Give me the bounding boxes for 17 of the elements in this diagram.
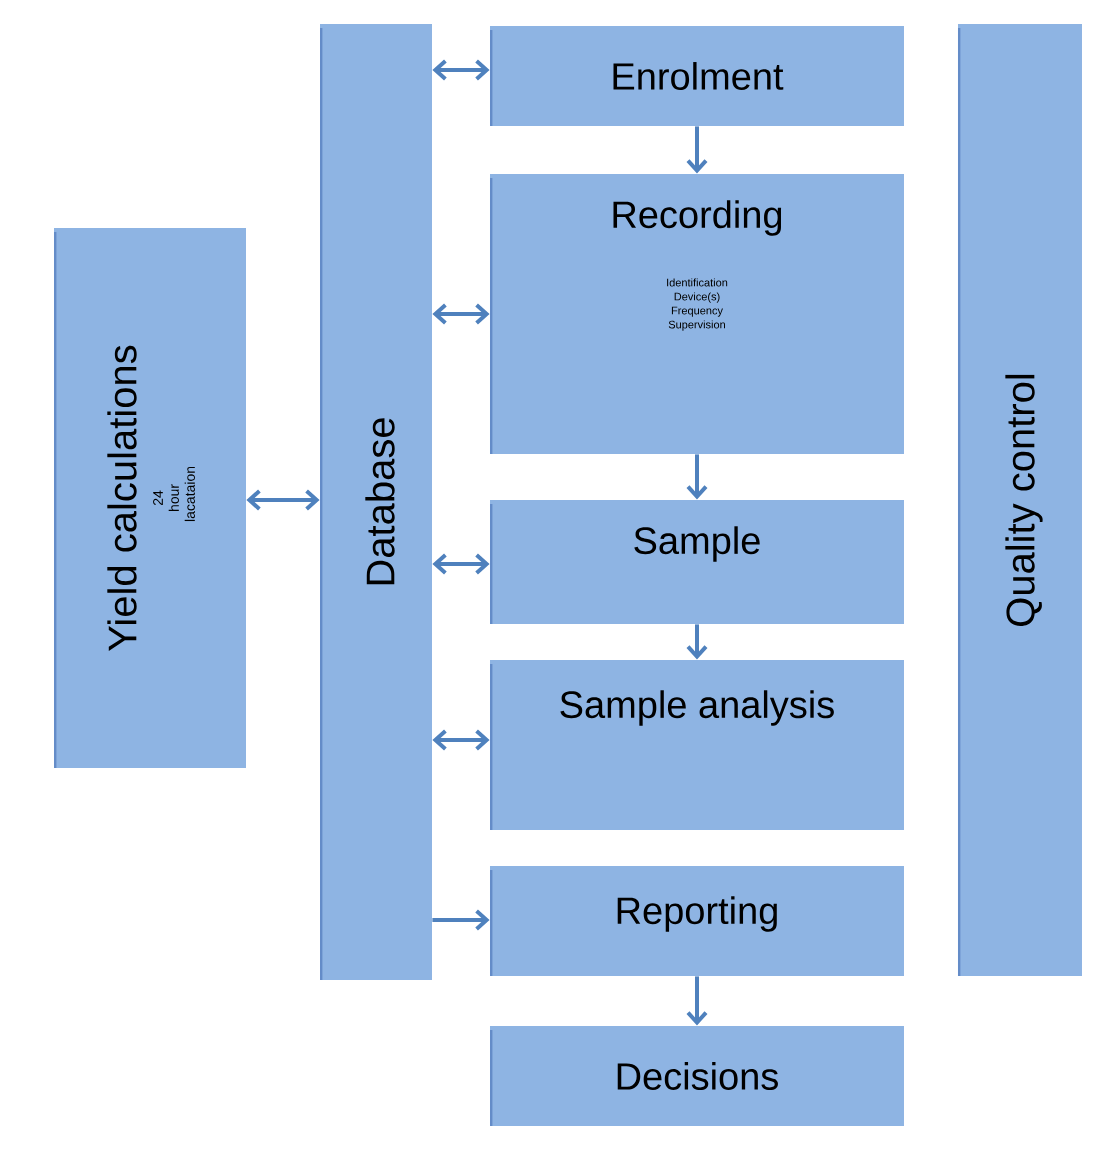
arrow [432, 303, 490, 325]
arrow [432, 59, 490, 81]
process-box: Decisions [490, 1026, 904, 1126]
process-box: Enrolment [490, 26, 904, 126]
arrow [686, 126, 708, 174]
process-box: Quality control [958, 24, 1082, 976]
arrow [246, 489, 320, 511]
process-box: Sample [490, 500, 904, 624]
arrow [686, 976, 708, 1026]
arrow [686, 624, 708, 660]
arrow [432, 729, 490, 751]
arrow [432, 909, 490, 931]
arrow [686, 454, 708, 500]
process-box: Database [320, 24, 432, 980]
arrow [432, 553, 490, 575]
process-box: Reporting [490, 866, 904, 976]
process-box: Sample analysis [490, 660, 904, 830]
